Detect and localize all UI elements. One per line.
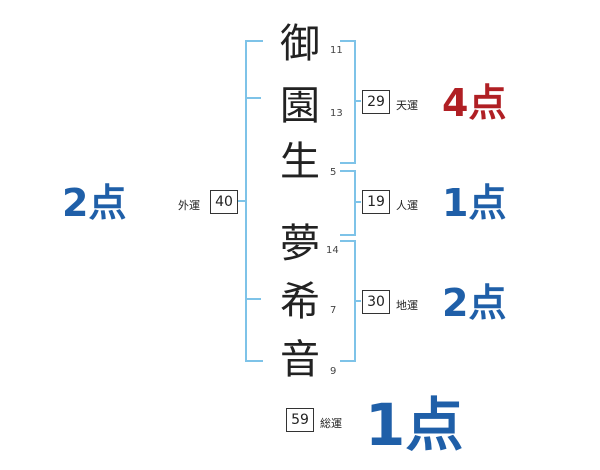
tenkaku-value-box: 29	[362, 90, 390, 114]
name-char-5: 希	[280, 279, 320, 325]
soukaku-score: 1点	[365, 391, 464, 459]
outer-bracket-lower-tick	[245, 298, 261, 300]
outer-bracket-mid-tick	[245, 97, 261, 99]
jinkaku-label: 人運	[396, 199, 418, 212]
stroke-count-1: 11	[330, 45, 343, 56]
chikaku-bracket	[340, 240, 356, 362]
soukaku-value-box: 59	[286, 408, 314, 432]
outer-connector	[238, 200, 246, 202]
gaikaku-score: 2点	[62, 181, 127, 225]
tenkaku-score: 4点	[442, 81, 507, 125]
outer-bracket-left	[245, 40, 263, 362]
tenkaku-connector	[355, 100, 361, 102]
chikaku-value-box: 30	[362, 290, 390, 314]
name-char-4: 夢	[280, 221, 320, 267]
stroke-count-3: 5	[330, 167, 337, 178]
gaikaku-label: 外運	[178, 199, 200, 212]
jinkaku-score: 1点	[442, 181, 507, 225]
stroke-count-6: 9	[330, 366, 337, 377]
stroke-count-4: 14	[326, 245, 339, 256]
tenkaku-bracket	[340, 40, 356, 164]
soukaku-label: 総運	[320, 417, 342, 430]
chikaku-connector	[355, 300, 361, 302]
name-char-6: 音	[280, 337, 320, 383]
gaikaku-value-box: 40	[210, 190, 238, 214]
jinkaku-value-box: 19	[362, 190, 390, 214]
name-char-3: 生	[280, 139, 320, 185]
name-char-2: 園	[280, 83, 320, 129]
jinkaku-bracket	[340, 170, 356, 236]
stroke-count-2: 13	[330, 108, 343, 119]
name-char-1: 御	[280, 21, 320, 67]
jinkaku-connector	[355, 201, 361, 203]
tenkaku-label: 天運	[396, 99, 418, 112]
stroke-count-5: 7	[330, 305, 337, 316]
chikaku-score: 2点	[442, 281, 507, 325]
chikaku-label: 地運	[396, 299, 418, 312]
